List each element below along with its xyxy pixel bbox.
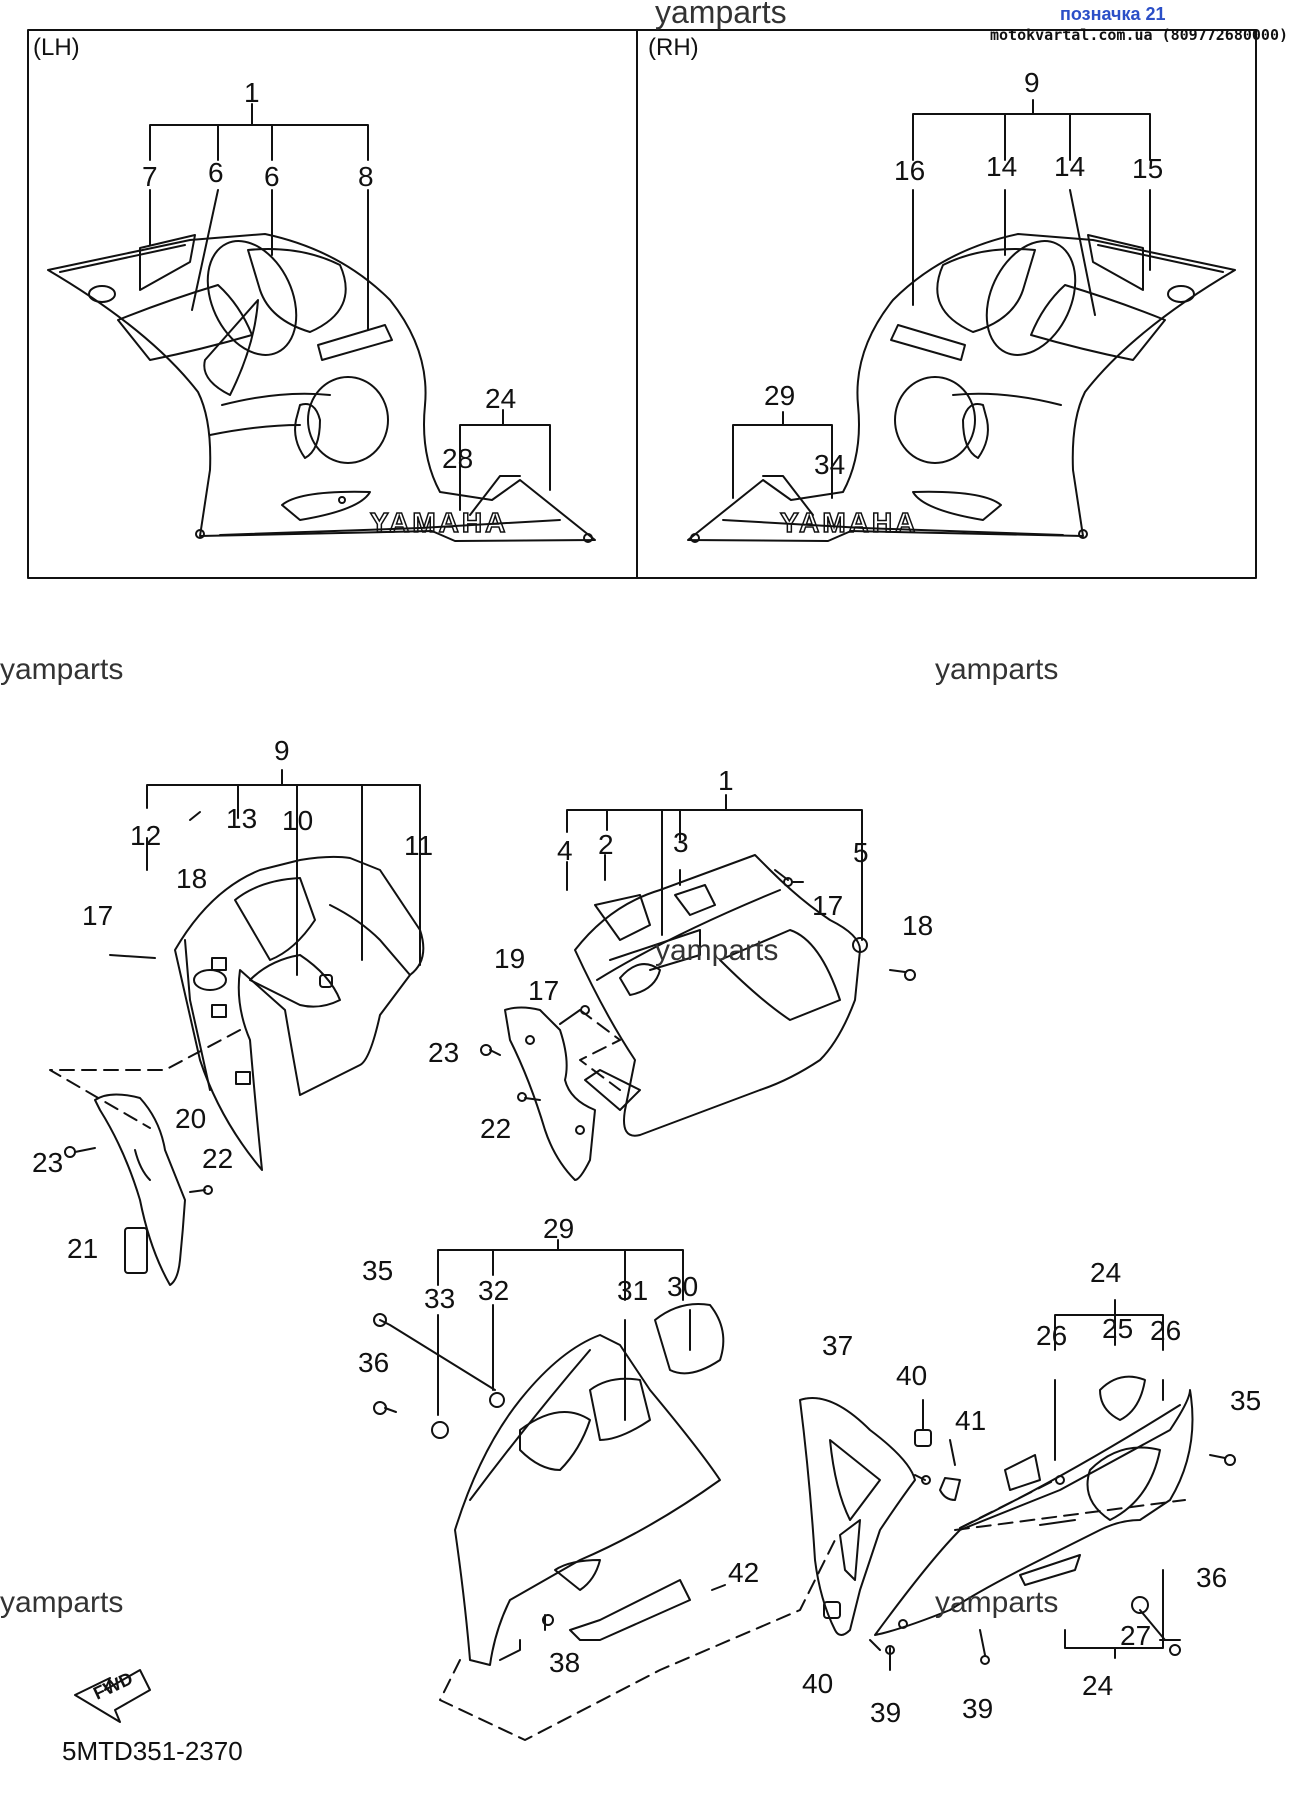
- callout-11: 11: [404, 830, 433, 861]
- callout-16: 16: [894, 155, 925, 186]
- callout-14: 14: [986, 151, 1017, 182]
- bracket-1: [149, 103, 369, 161]
- dash-line-bottom-rh: [954, 1479, 1186, 1531]
- fwd-arrow-icon: [74, 1669, 151, 1723]
- lower-cowl-lh: [454, 1303, 725, 1666]
- lh-fairing-panel: [47, 233, 596, 543]
- callout-40: 40: [802, 1668, 833, 1699]
- callout-37: 37: [822, 1330, 853, 1361]
- upper-cowl-rh: [574, 854, 861, 1137]
- callout-13: 13: [226, 803, 257, 834]
- contact-line: motokvartal.com.ua (809772680000): [990, 26, 1289, 44]
- callout-17: 17: [528, 975, 559, 1006]
- watermark-bottom-left: yamparts: [0, 1586, 123, 1619]
- callout-22: 22: [480, 1113, 511, 1144]
- callout-24: 24: [1082, 1670, 1113, 1701]
- dash-line-lh: [49, 1029, 241, 1129]
- callout-15: 15: [1132, 153, 1163, 184]
- callout-35: 35: [1230, 1385, 1261, 1416]
- callout-6: 6: [208, 157, 224, 188]
- callout-9: 9: [274, 735, 290, 766]
- callout-17: 17: [82, 900, 113, 931]
- callout-1: 1: [244, 77, 260, 108]
- callout-14: 14: [1054, 151, 1085, 182]
- callout-17: 17: [812, 890, 843, 921]
- callout-31: 31: [617, 1275, 648, 1306]
- yamaha-decal-lh: YAMAHA: [370, 507, 508, 538]
- rh-fairing-panel: [687, 233, 1236, 543]
- watermark-right: yamparts: [935, 653, 1058, 686]
- callout-6: 6: [264, 161, 280, 192]
- bracket-29-rh: [732, 411, 833, 499]
- inner-panel-37: [799, 1397, 931, 1636]
- callout-35: 35: [362, 1255, 393, 1286]
- callout-24: 24: [485, 383, 516, 414]
- callout-27: 27: [1120, 1620, 1151, 1651]
- callout-19: 19: [494, 943, 525, 974]
- callout-26: 26: [1150, 1315, 1181, 1346]
- callout-25: 25: [1102, 1313, 1133, 1344]
- callout-23: 23: [428, 1037, 459, 1068]
- callout-28: 28: [442, 443, 473, 474]
- callout-3: 3: [673, 827, 689, 858]
- callout-29: 29: [543, 1213, 574, 1244]
- callout-20: 20: [175, 1103, 206, 1134]
- callout-33: 33: [424, 1283, 455, 1314]
- top-frame: [27, 29, 1257, 579]
- callout-18: 18: [176, 863, 207, 894]
- callout-8: 8: [358, 161, 374, 192]
- callout-39: 39: [870, 1697, 901, 1728]
- callout-1: 1: [718, 765, 734, 796]
- bracket-24-bottom: [1054, 1299, 1164, 1351]
- bracket-9-mid: [146, 769, 421, 976]
- callout-9: 9: [1024, 67, 1040, 98]
- upper-cowl-lh: [174, 855, 425, 1171]
- leader-lines-rh: [912, 189, 1151, 316]
- watermark-center: yamparts: [655, 934, 778, 967]
- bracket-29: [437, 1239, 684, 1301]
- grommet-40-lower: [823, 1601, 841, 1619]
- watermark-bottom-right: yamparts: [935, 1586, 1058, 1619]
- callout-2: 2: [598, 829, 614, 860]
- leader-lines-lh: [149, 189, 369, 331]
- yamaha-decal-rh: YAMAHA: [780, 507, 918, 538]
- watermark-left: yamparts: [0, 653, 123, 686]
- grommet-40-upper: [914, 1429, 932, 1447]
- panel-label-lh: (LH): [33, 34, 80, 61]
- bracket-9-rh: [912, 99, 1151, 161]
- diagram-code: 5MTD351-2370: [62, 1736, 243, 1766]
- callout-12: 12: [130, 820, 161, 851]
- callout-29: 29: [764, 380, 795, 411]
- callout-4: 4: [557, 835, 573, 866]
- header-watermark: yamparts: [655, 0, 787, 30]
- bracket-1-mid: [566, 794, 863, 941]
- callout-34: 34: [814, 449, 845, 480]
- callout-24: 24: [1090, 1257, 1121, 1288]
- callout-21: 21: [67, 1233, 98, 1264]
- page-label-link[interactable]: позначка 21: [1060, 4, 1166, 24]
- callout-41: 41: [955, 1405, 986, 1436]
- callout-39: 39: [962, 1693, 993, 1724]
- callout-18: 18: [902, 910, 933, 941]
- callout-7: 7: [142, 161, 158, 192]
- callout-22: 22: [202, 1143, 233, 1174]
- callout-5: 5: [853, 837, 869, 868]
- callout-42: 42: [728, 1557, 759, 1588]
- dash-line-bottom-lh: [439, 1539, 836, 1741]
- panel-label-rh: (RH): [648, 34, 699, 61]
- callout-30: 30: [667, 1271, 698, 1302]
- fwd-label: FWD: [90, 1668, 136, 1703]
- callout-32: 32: [478, 1275, 509, 1306]
- callout-36: 36: [1196, 1562, 1227, 1593]
- bracket-24-lh: [459, 409, 551, 491]
- callout-38: 38: [549, 1647, 580, 1678]
- callout-26: 26: [1036, 1320, 1067, 1351]
- callout-36: 36: [358, 1347, 389, 1378]
- callout-10: 10: [282, 805, 313, 836]
- inner-panel-rh: [480, 1005, 621, 1181]
- callout-23: 23: [32, 1147, 63, 1178]
- inner-panel-lh: [64, 1093, 213, 1286]
- callout-40: 40: [896, 1360, 927, 1391]
